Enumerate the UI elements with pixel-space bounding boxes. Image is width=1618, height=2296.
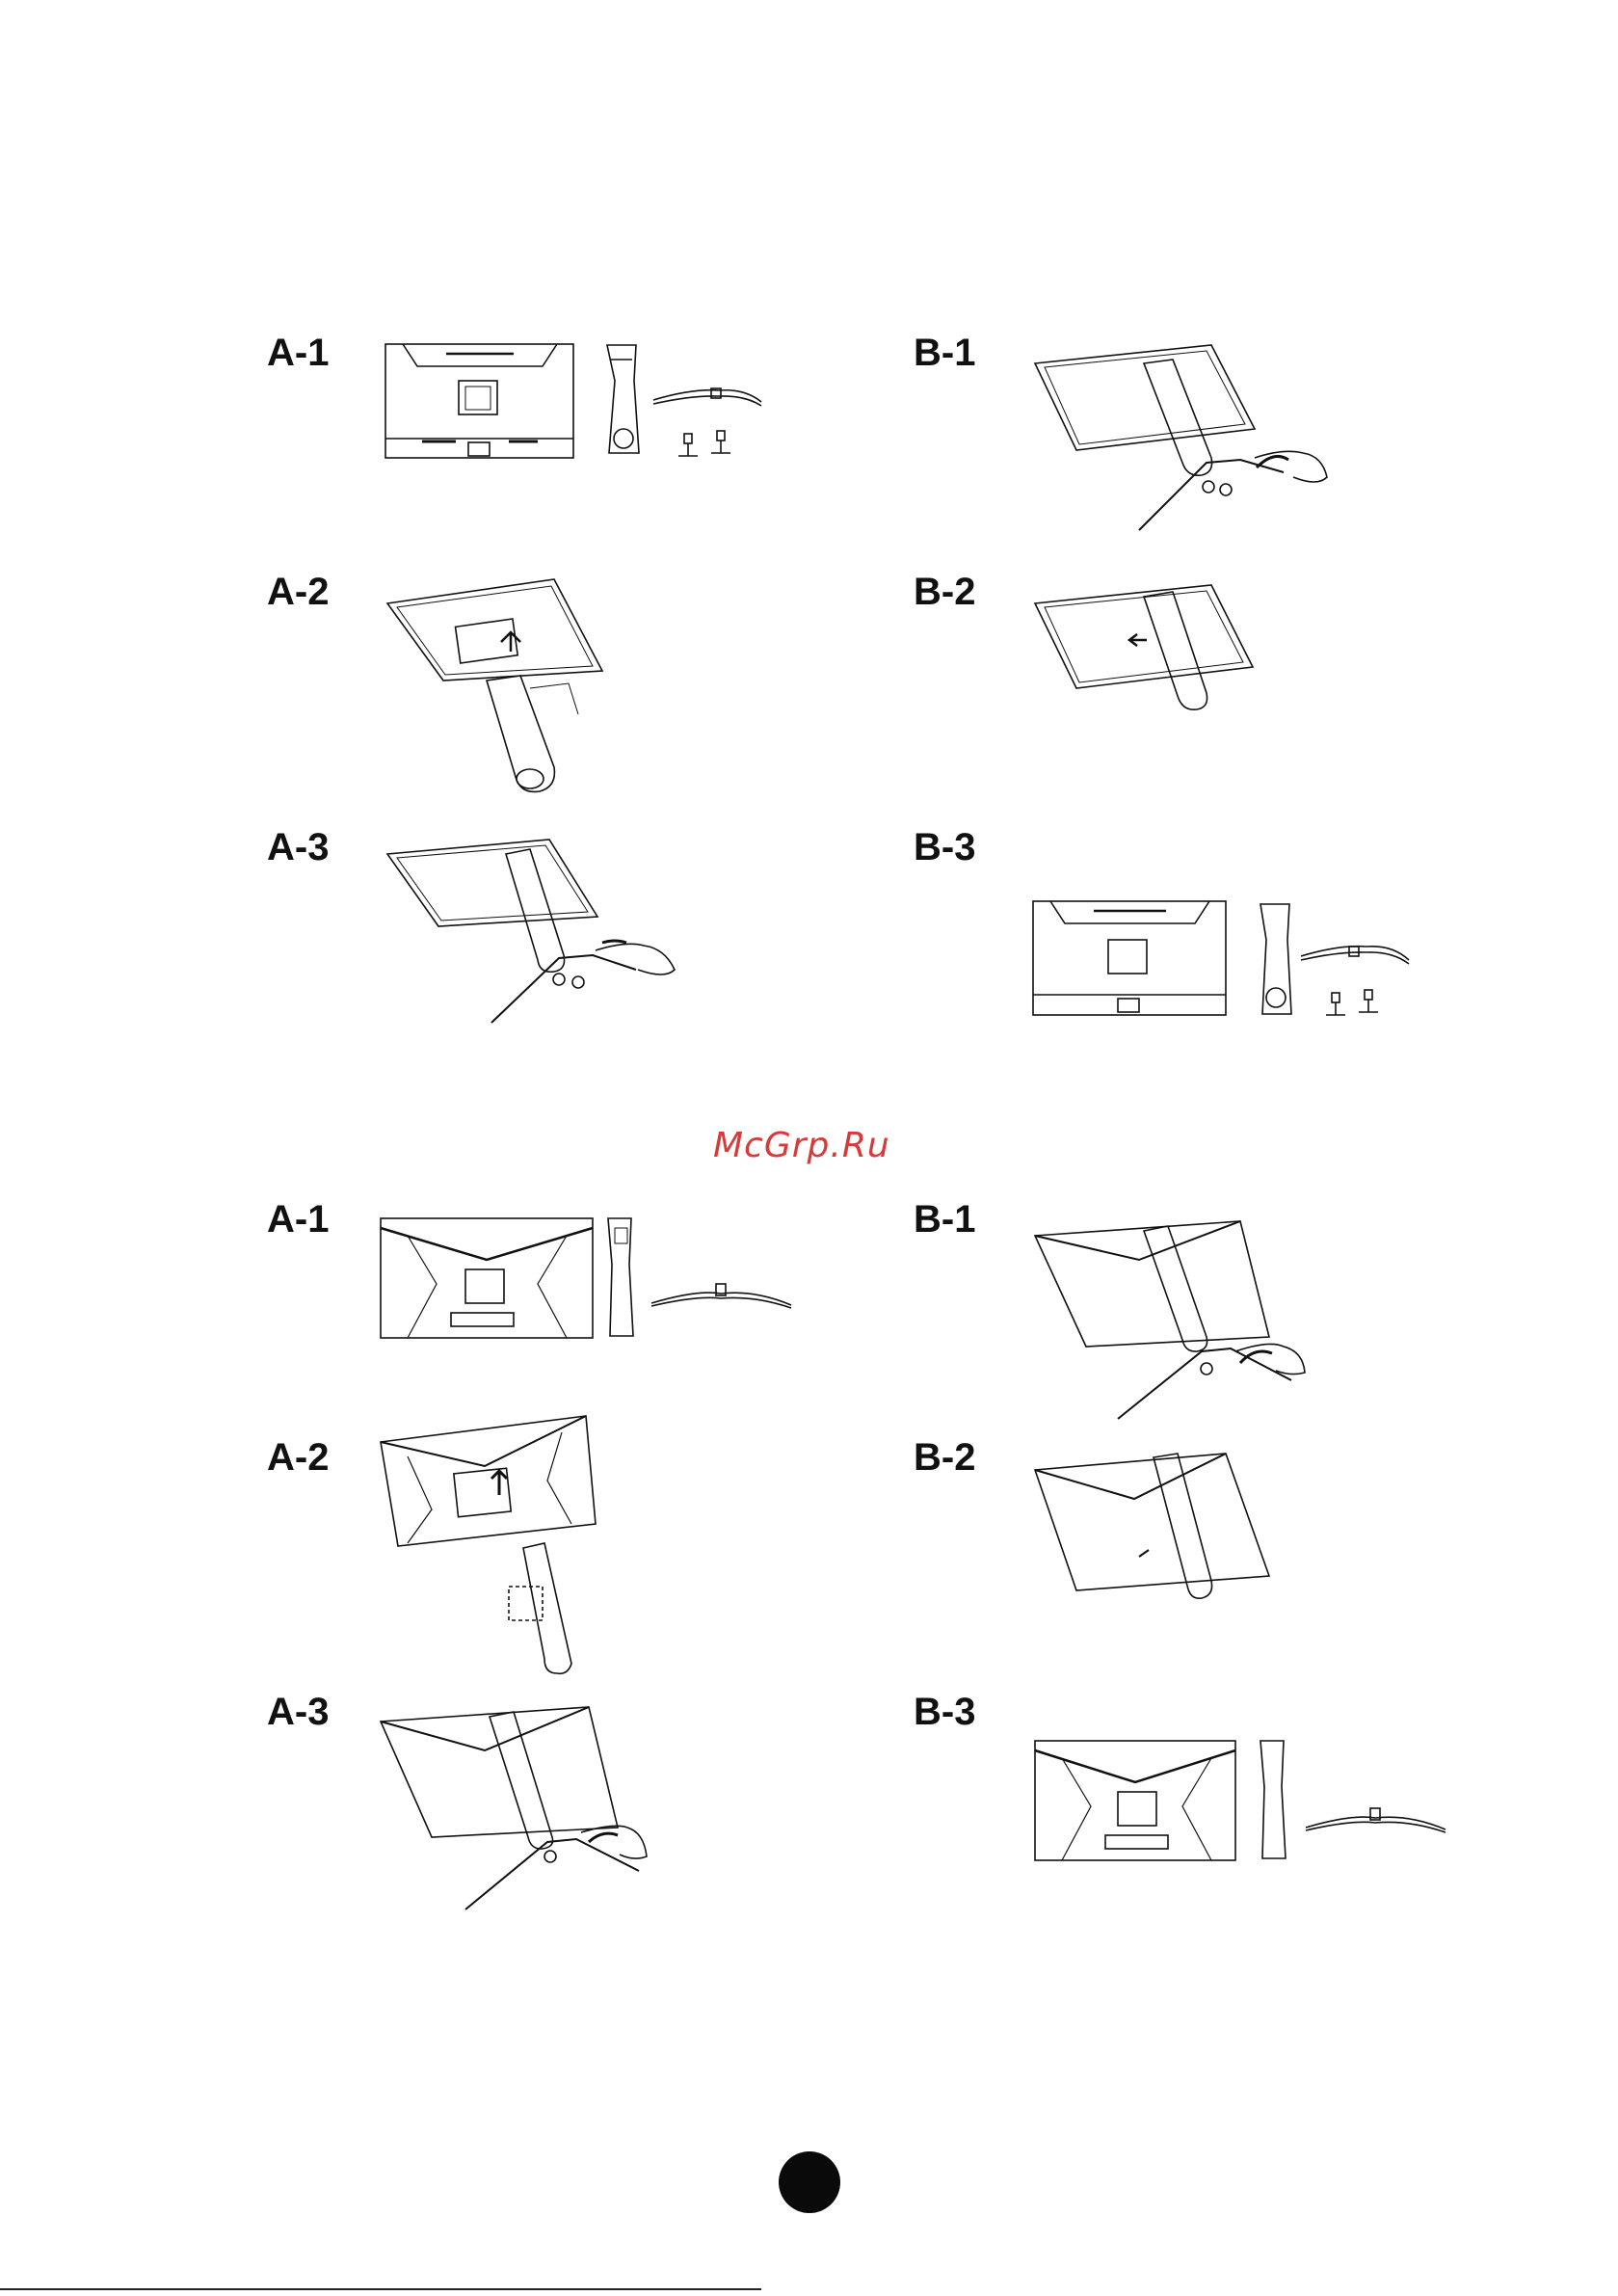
bottom-divider [0,2288,761,2290]
step-label-b3: B-3 [914,826,975,869]
step-label-b2: B-2 [914,571,975,614]
figure-a3-attach-base [379,1702,649,1914]
figure-b3-monitor-parts [1031,896,1417,1027]
step-label-a2: A-2 [267,571,329,614]
step-label-a1: A-1 [267,332,329,375]
step-label-b2: B-2 [914,1436,975,1480]
figure-b2-detach-stand [1033,1446,1274,1610]
figure-b2-detach-stand [1033,582,1255,717]
figure-a1-monitor-parts [379,1216,795,1342]
step-label-a1: A-1 [267,1198,329,1241]
watermark-text: McGrp.Ru [713,1126,890,1165]
step-label-b1: B-1 [914,332,975,375]
figure-a2-attach-stand [385,574,607,796]
figure-a2-attach-stand [379,1413,600,1678]
figure-b1-remove-base [1033,1216,1322,1424]
step-label-a3: A-3 [267,1691,329,1734]
figure-a3-attach-base [385,835,684,1028]
step-label-b3: B-3 [914,1691,975,1734]
step-label-b1: B-1 [914,1198,975,1241]
figure-b1-remove-base [1033,342,1332,535]
step-label-a2: A-2 [267,1436,329,1480]
figure-a1-monitor-parts [384,342,769,467]
page-marker-icon [779,2151,840,2213]
figure-b3-monitor-parts [1033,1739,1457,1864]
step-label-a3: A-3 [267,826,329,869]
